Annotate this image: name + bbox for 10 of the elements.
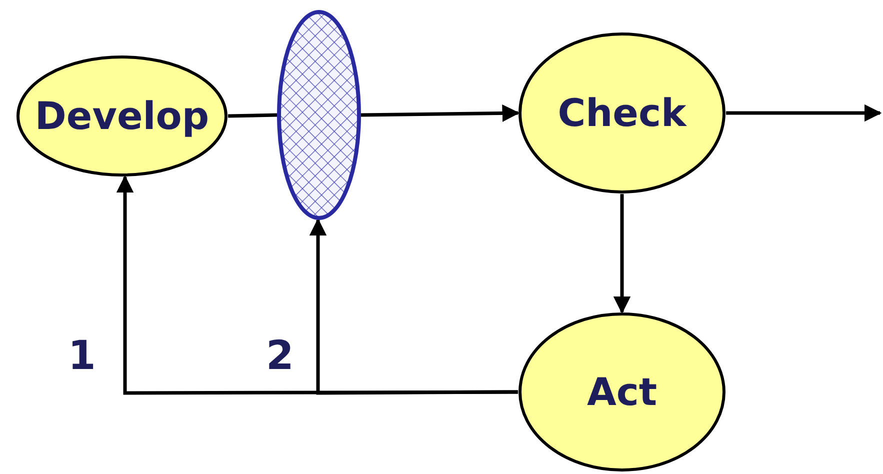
callout-number: 2 <box>266 336 294 376</box>
node-label: Act <box>586 370 658 414</box>
arrow <box>360 104 520 122</box>
arrow <box>309 218 518 395</box>
node-label: Develop <box>34 94 210 138</box>
callout-number: 1 <box>68 336 96 376</box>
arrow <box>116 175 518 395</box>
arrow <box>726 104 882 122</box>
arrow <box>613 194 631 314</box>
node-label: Check <box>558 91 686 135</box>
